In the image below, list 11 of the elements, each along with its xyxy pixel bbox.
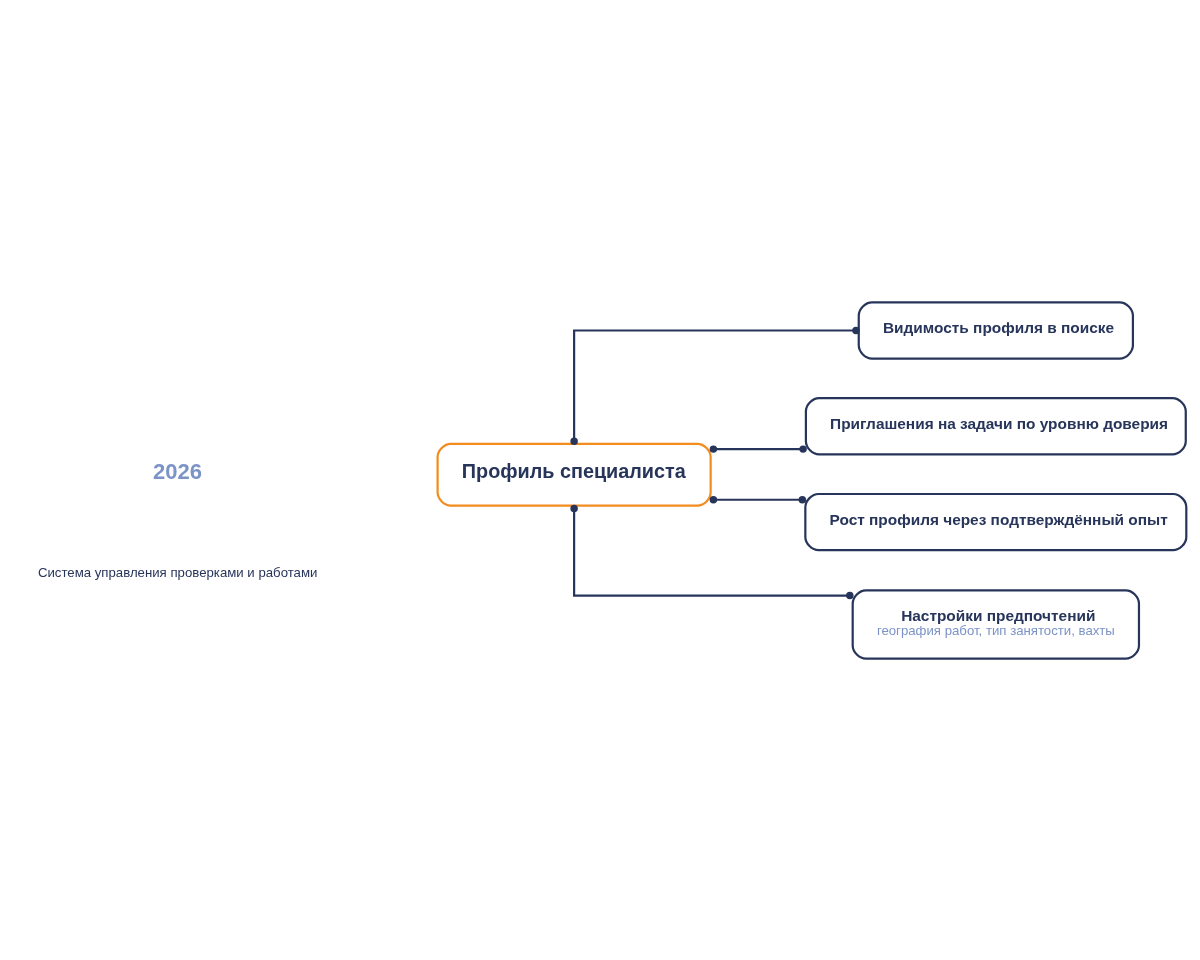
label: Система управления проверками и работами bbox=[37, 564, 318, 580]
connector bbox=[570, 326, 860, 445]
node-box: Приглашения на задачи по уровню доверия bbox=[804, 396, 1187, 455]
connector bbox=[709, 444, 807, 453]
node-box: Рост профиля через подтверждённый опыт bbox=[804, 492, 1188, 551]
label: 2026 bbox=[152, 458, 202, 484]
connector bbox=[709, 495, 807, 503]
connector bbox=[570, 504, 854, 599]
node-box: Настройки предпочтений география работ, тип занятости, вахты bbox=[851, 588, 1141, 660]
node-box: Видимость профиля в поиске bbox=[857, 300, 1134, 360]
node-box: Профиль специалиста bbox=[436, 442, 712, 507]
